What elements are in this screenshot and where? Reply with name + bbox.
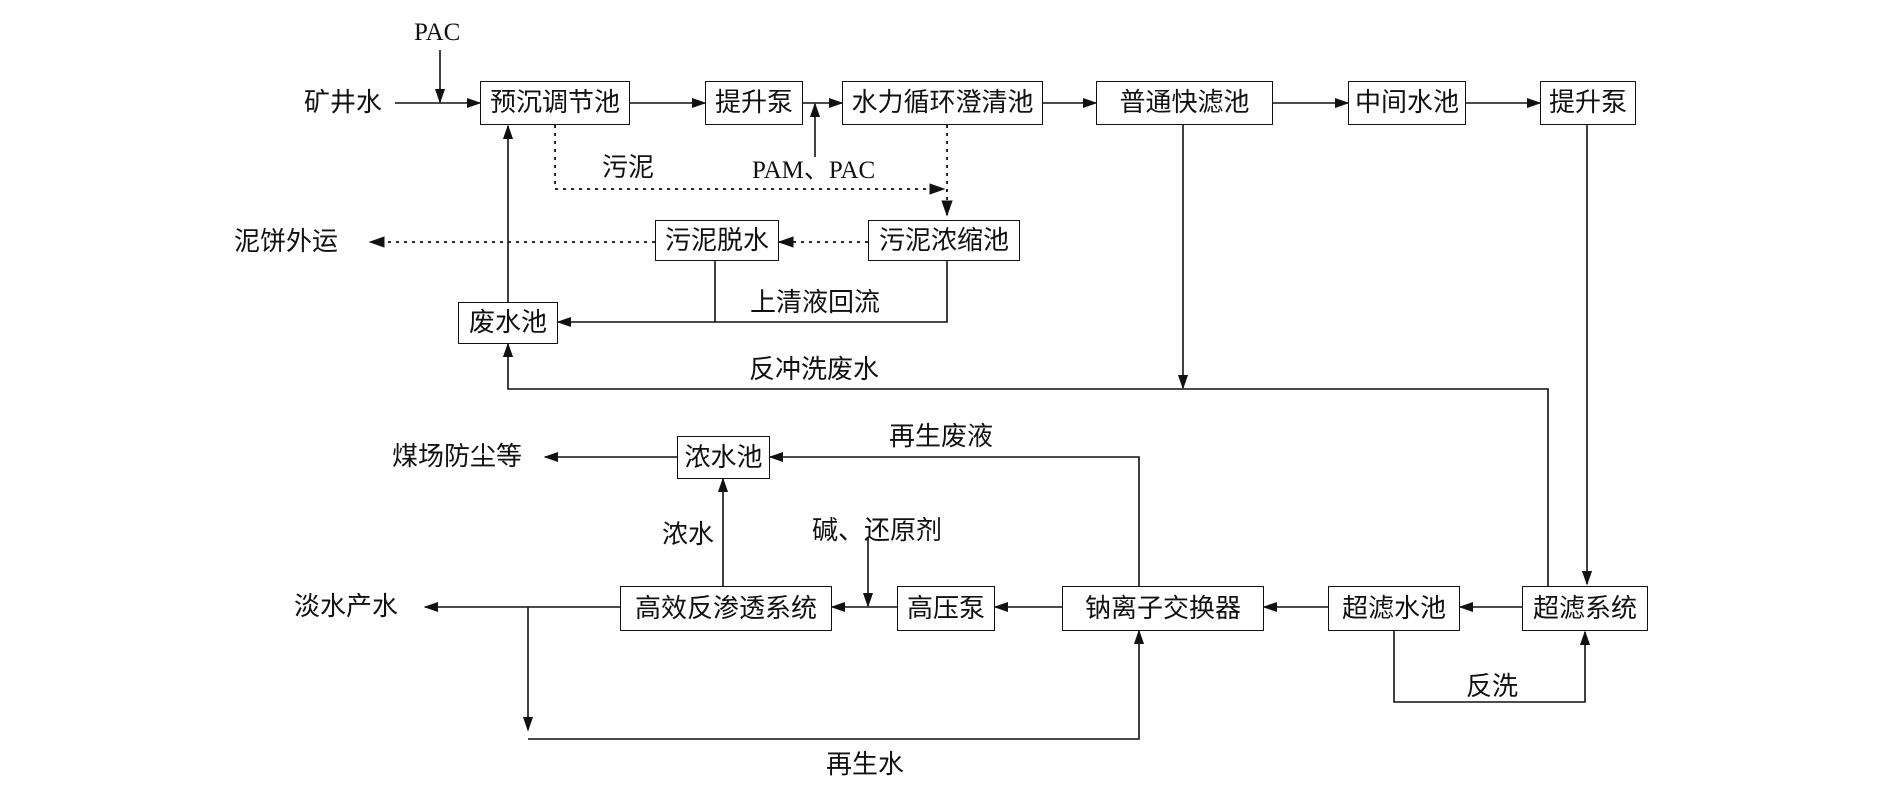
uf-system-node: 超滤系统 [1522, 586, 1648, 631]
presettle-pool-node: 预沉调节池 [480, 81, 630, 125]
hp-pump-node: 高压泵 [897, 586, 995, 631]
dotted-sludge-presettle [554, 125, 946, 195]
arrow-supernatant-return [556, 261, 948, 328]
fresh-water-label: 淡水产水 [294, 592, 399, 622]
regen-water-label: 再生水 [826, 750, 905, 780]
fast-filter-node: 普通快滤池 [1096, 81, 1273, 125]
conc-water-label: 浓水 [662, 520, 715, 550]
middle-pool-node: 中间水池 [1348, 81, 1466, 125]
backwash-waste-label: 反冲洗废水 [749, 355, 880, 385]
cake-out-label: 泥饼外运 [234, 227, 339, 257]
alkali-label: 碱、还原剂 [812, 516, 943, 546]
na-exchanger-node: 钠离子交换器 [1062, 586, 1264, 631]
lift-pump-1-node: 提升泵 [705, 81, 803, 125]
waste-pool-node: 废水池 [458, 302, 558, 344]
pam-pac-label: PAM、PAC [752, 157, 876, 184]
clarifier-node: 水力循环澄清池 [842, 81, 1043, 125]
sludge-label: 污泥 [602, 153, 655, 183]
sludge-dewater-node: 污泥脱水 [655, 220, 779, 261]
mine-water-label: 矿井水 [304, 88, 383, 118]
arrow-regen-waste [768, 451, 1140, 586]
arrow-backwash-waste [502, 342, 1549, 592]
ro-system-node: 高效反渗透系统 [620, 586, 832, 631]
sludge-thicken-node: 污泥浓缩池 [868, 220, 1020, 261]
arrow-uf-backwash [1393, 630, 1591, 703]
arrow-regen-water [528, 629, 1145, 740]
supernatant-label: 上清液回流 [750, 288, 881, 318]
backwash-label: 反洗 [1466, 672, 1519, 702]
regen-waste-label: 再生废液 [889, 422, 994, 452]
coal-dust-label: 煤场防尘等 [392, 442, 523, 472]
uf-pool-node: 超滤水池 [1328, 586, 1460, 631]
conc-pool-node: 浓水池 [677, 436, 770, 479]
pac-top-label: PAC [414, 19, 461, 46]
lift-pump-2-node: 提升泵 [1540, 81, 1636, 125]
